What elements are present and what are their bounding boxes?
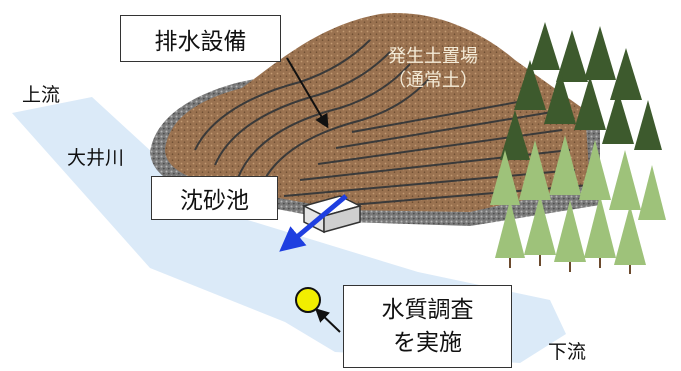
label-river: 大井川 [67,147,125,169]
spoil-mound [165,13,590,213]
label-downstream: 下流 [548,341,587,363]
forest-light-trees [490,135,666,265]
survey-pointer [314,308,341,333]
label-site: 発生土置場 （通常土） [388,45,478,93]
callout-survey-line2: を実施 [393,329,462,356]
forest [490,22,666,274]
callout-drainage-text: 排水設備 [154,28,247,55]
callout-drainage: 排水設備 [120,15,281,62]
survey-point-marker [295,287,321,313]
terrace-lines [194,39,591,206]
callout-sand-basin: 沈砂池 [151,176,278,220]
forest-trunks [509,255,631,274]
label-site-line1: 発生土置場 [388,46,478,67]
callout-sand-basin-text: 沈砂池 [180,188,249,214]
drainage-pointer [286,57,329,129]
label-upstream: 上流 [22,84,61,106]
discharge-arrow [279,194,348,252]
label-site-line2: （通常土） [388,70,478,91]
forest-dark-trees [500,22,662,160]
callout-survey-line1: 水質調査 [381,296,474,323]
callout-water-survey: 水質調査 を実施 [343,285,512,368]
